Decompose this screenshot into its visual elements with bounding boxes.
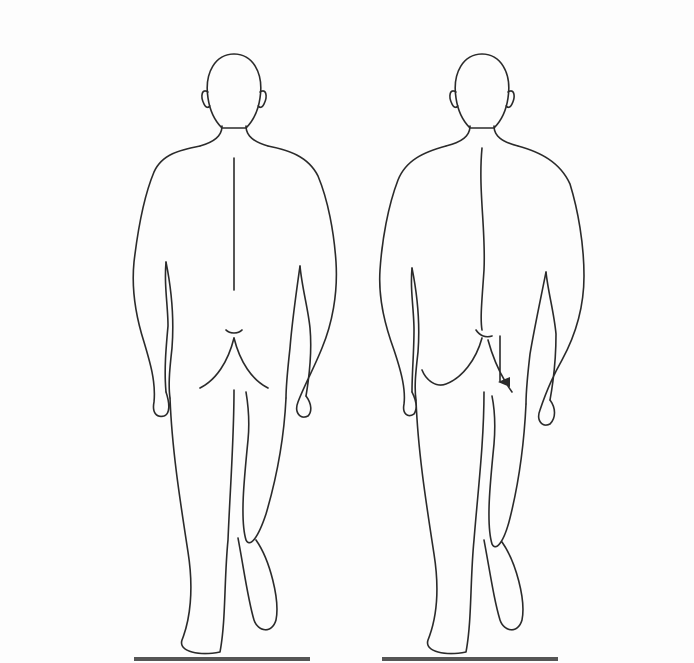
right-figure-swing-leg — [489, 396, 526, 547]
right-figure-neck-left — [446, 126, 470, 146]
left-figure-neck-right — [246, 126, 268, 146]
left-figure-buttock-left — [200, 338, 234, 388]
right-figure — [380, 54, 584, 654]
left-figure-stance-leg — [170, 390, 234, 654]
left-figure-left-shoulder-arm — [133, 146, 200, 416]
left-figure-neck-left — [200, 126, 222, 146]
right-figure-right-shoulder-arm — [518, 146, 584, 425]
left-figure-head — [207, 54, 261, 128]
right-floor-line — [382, 657, 558, 661]
right-figure-spine — [481, 148, 484, 330]
right-figure-raised-foot — [484, 540, 523, 630]
right-figure-stance-leg — [416, 392, 484, 654]
right-figure-head — [455, 54, 509, 128]
left-figure-buttock-right — [234, 338, 268, 388]
right-figure-buttock-left — [422, 338, 482, 385]
right-figure-pelvis-line — [476, 330, 492, 337]
left-figure-raised-foot — [238, 538, 277, 630]
left-figure-swing-leg — [243, 392, 286, 543]
left-figure-torso-right — [286, 266, 300, 398]
left-floor-line — [134, 657, 310, 661]
left-figure-left-inner-arm — [165, 262, 168, 392]
right-figure-torso-right — [526, 272, 546, 404]
left-figure-right-inner-arm — [300, 266, 311, 396]
right-figure-neck-right — [494, 126, 518, 146]
left-figure-pelvis-line — [226, 330, 242, 333]
right-figure-left-inner-arm — [411, 268, 414, 392]
left-figure — [133, 54, 336, 654]
